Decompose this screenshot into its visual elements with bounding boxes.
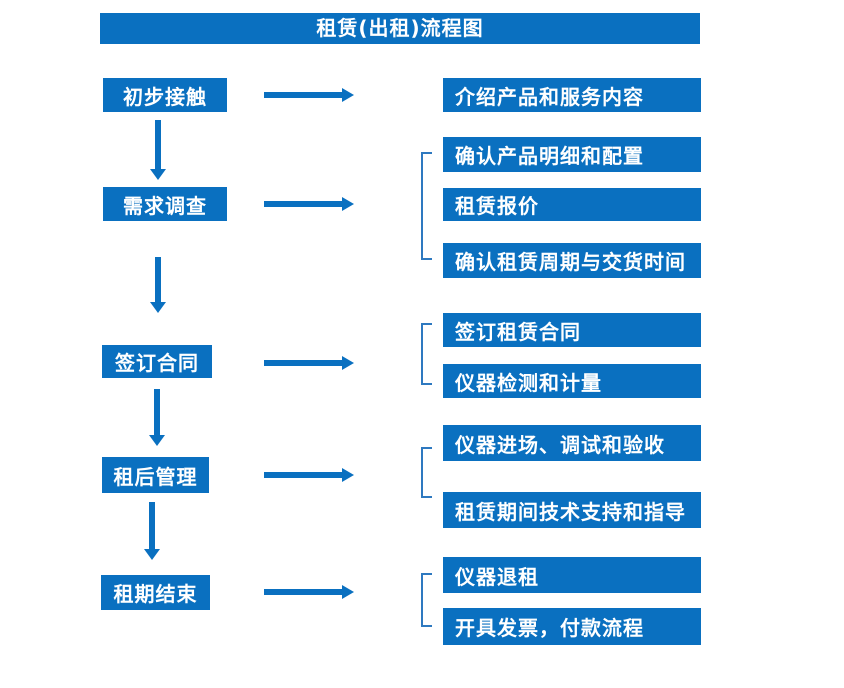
arrow-shaft	[264, 589, 343, 595]
detail-box-instrument-return: 仪器退租	[443, 557, 701, 593]
detail-box-technical-support: 租赁期间技术支持和指导	[443, 492, 701, 528]
detail-box-instrument-setup-acceptance: 仪器进场、调试和验收	[443, 425, 701, 461]
arrow-head	[342, 356, 354, 370]
group-bracket-3	[421, 323, 432, 385]
detail-box-invoice-payment: 开具发票，付款流程	[443, 608, 701, 645]
arrow-down-icon-2	[150, 257, 166, 313]
arrow-shaft	[264, 472, 343, 478]
flowchart-title: 租赁(出租)流程图	[100, 13, 700, 44]
arrow-shaft	[154, 389, 160, 435]
step-box-initial-contact: 初步接触	[103, 78, 227, 112]
arrow-right-icon-2	[264, 197, 354, 211]
group-bracket-5	[421, 573, 432, 627]
arrow-right-icon-1	[264, 88, 354, 102]
detail-box-sign-rental-contract: 签订租赁合同	[443, 313, 701, 347]
step-box-demand-survey: 需求调查	[103, 187, 227, 221]
arrow-shaft	[264, 201, 343, 207]
detail-box-rental-quote: 租赁报价	[443, 188, 701, 221]
arrow-head	[144, 549, 160, 560]
arrow-down-icon-3	[149, 389, 165, 446]
group-bracket-2	[421, 152, 432, 260]
arrow-head	[342, 585, 354, 599]
group-bracket-4	[421, 447, 432, 498]
arrow-head	[149, 435, 165, 446]
arrow-right-icon-5	[264, 585, 354, 599]
step-box-rental-end: 租期结束	[101, 575, 210, 610]
arrow-shaft	[155, 120, 161, 169]
detail-box-instrument-testing: 仪器检测和计量	[443, 364, 701, 398]
arrow-head	[342, 197, 354, 211]
arrow-shaft	[155, 257, 161, 302]
arrow-head	[150, 302, 166, 313]
detail-box-introduce-products: 介绍产品和服务内容	[443, 78, 701, 112]
arrow-shaft	[149, 502, 155, 549]
arrow-shaft	[264, 92, 343, 98]
arrow-right-icon-3	[264, 356, 354, 370]
arrow-head	[342, 468, 354, 482]
arrow-down-icon-4	[144, 502, 160, 560]
step-box-post-rental-management: 租后管理	[102, 457, 209, 493]
detail-box-confirm-rental-period: 确认租赁周期与交货时间	[443, 243, 701, 278]
detail-box-confirm-product-details: 确认产品明细和配置	[443, 137, 701, 172]
arrow-right-icon-4	[264, 468, 354, 482]
step-box-sign-contract: 签订合同	[102, 345, 212, 378]
arrow-head	[342, 88, 354, 102]
arrow-shaft	[264, 360, 343, 366]
arrow-head	[150, 169, 166, 180]
arrow-down-icon-1	[150, 120, 166, 180]
